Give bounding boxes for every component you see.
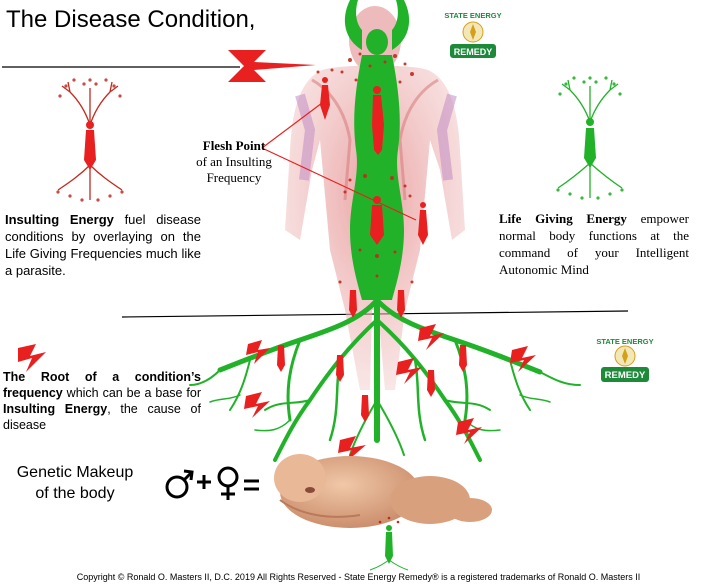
root-mid: which can be a base for [62, 386, 201, 400]
root-bold-1: The Root of a condition’s frequency [3, 370, 201, 400]
logo-top-text: STATE ENERGY [444, 11, 501, 20]
root-bold-2: Insulting Energy [3, 402, 108, 416]
root-end: , the cause of disease [3, 402, 201, 432]
logo2-bottom-text: REMEDY [605, 370, 646, 381]
flesh-point-pointer-2 [261, 147, 417, 221]
red-arrow-icon [228, 50, 316, 82]
red-tree-figure-left [56, 78, 124, 202]
green-root-network [189, 297, 581, 462]
green-tree-figure-right [556, 76, 624, 200]
root-condition-text: The Root of a condition’s frequency whic… [3, 369, 201, 433]
flesh-point-label: Flesh Point of an Insulting Frequency [186, 138, 282, 186]
genetic-line-1: Genetic Makeup [16, 464, 134, 481]
equals-symbol-icon [244, 479, 259, 491]
small-green-figure-bottom [369, 516, 409, 571]
red-speckle-clusters [316, 52, 414, 284]
life-giving-figure [344, 0, 410, 300]
life-giving-energy-rest: empower normal body functions at the com… [499, 211, 690, 277]
lightning-bolt-icons [18, 324, 536, 462]
male-symbol-icon [165, 469, 194, 499]
page-title: The Disease Condition, [6, 6, 256, 33]
insulting-energy-rest: fuel disease conditions by overlaying on… [5, 212, 202, 278]
genetic-makeup-label: Genetic Makeup of the body [2, 462, 148, 504]
female-symbol-icon [217, 466, 239, 500]
state-energy-remedy-logo-bottom: STATE ENERGY REMEDY [596, 337, 654, 382]
plus-symbol-icon [197, 475, 211, 489]
flesh-point-bold: Flesh Point [202, 138, 266, 153]
state-energy-remedy-logo-top: STATE ENERGY REMEDY [444, 11, 502, 58]
genetic-line-2: of the body [35, 485, 115, 502]
copyright-footer: Copyright © Ronald O. Masters II, D.C. 2… [76, 572, 641, 582]
red-figures-on-body [277, 77, 467, 422]
baby-image [274, 454, 492, 528]
life-giving-energy-text: Life Giving Energy empower normal body f… [499, 210, 689, 278]
flesh-point-rest: of an Insulting Frequency [196, 154, 272, 185]
logo-bottom-text: REMEDY [454, 47, 493, 57]
life-giving-energy-bold: Life Giving Energy [499, 211, 627, 226]
insulting-energy-bold: Insulting Energy [5, 212, 114, 227]
flesh-point-pointer-1 [261, 99, 327, 149]
logo2-top-text: STATE ENERGY [596, 337, 653, 346]
insulting-energy-text: Insulting Energy fuel disease conditions… [5, 211, 201, 279]
